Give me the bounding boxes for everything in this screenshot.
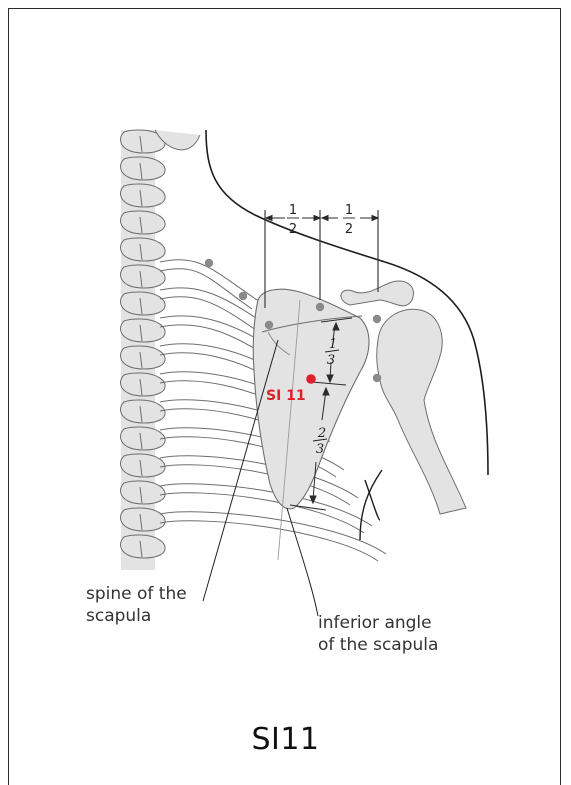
arrowhead-3 — [322, 216, 328, 221]
vertebra — [121, 454, 166, 477]
landmark-dot-3 — [265, 321, 273, 329]
rib-inner-edge — [160, 297, 266, 337]
vertebra — [121, 508, 166, 531]
fraction-numerator: 1 — [289, 203, 297, 218]
vertebra — [121, 481, 166, 504]
spine-label-line2: scapula — [86, 606, 151, 626]
fraction-denominator: 3 — [316, 442, 324, 457]
inferior-label-line1: inferior angle — [318, 613, 432, 633]
landmark-dot-2 — [239, 292, 247, 300]
vertebra — [121, 292, 166, 315]
vertebra — [121, 400, 166, 423]
landmark-dot-1 — [205, 259, 213, 267]
horizontal-measure — [266, 216, 378, 221]
vertebra — [121, 211, 166, 234]
fraction-numerator: 1 — [345, 203, 353, 218]
arrowhead-2 — [314, 216, 320, 221]
figure-title: SI11 — [0, 722, 571, 757]
landmark-dot-5 — [373, 315, 381, 323]
rib — [160, 456, 358, 498]
fraction-denominator: 2 — [289, 222, 297, 237]
rib-inner-edge — [160, 465, 350, 505]
vertebra — [121, 157, 166, 180]
rib-inner-edge — [160, 521, 378, 561]
humerus — [377, 309, 466, 514]
vertebra — [121, 346, 166, 369]
rib-inner-edge — [160, 493, 364, 533]
fraction-denominator: 3 — [327, 353, 335, 368]
vertebral-column — [121, 130, 200, 570]
fraction-upper-right: 1 2 — [343, 203, 355, 237]
spine-label-line1: spine of the — [86, 584, 187, 604]
vertebra — [121, 184, 166, 207]
vertebra — [121, 535, 166, 558]
vertebra — [121, 373, 166, 396]
acromion — [341, 281, 414, 306]
vertebra — [121, 238, 166, 261]
fraction-numerator: 2 — [317, 426, 326, 441]
fraction-numerator: 1 — [329, 337, 337, 352]
rib-inner-edge — [160, 269, 252, 309]
armpit-contour — [360, 470, 382, 540]
acupoint-label: SI 11 — [266, 388, 306, 404]
vertebra — [121, 265, 166, 288]
arrowhead-4 — [372, 216, 378, 221]
inferior-label-line2: of the scapula — [318, 635, 438, 655]
vertebra — [121, 427, 166, 450]
fraction-denominator: 2 — [345, 222, 353, 237]
landmark-dot-4 — [316, 303, 324, 311]
acupoint-marker — [306, 374, 316, 384]
landmark-dot-6 — [373, 374, 381, 382]
vertebra — [121, 319, 166, 342]
